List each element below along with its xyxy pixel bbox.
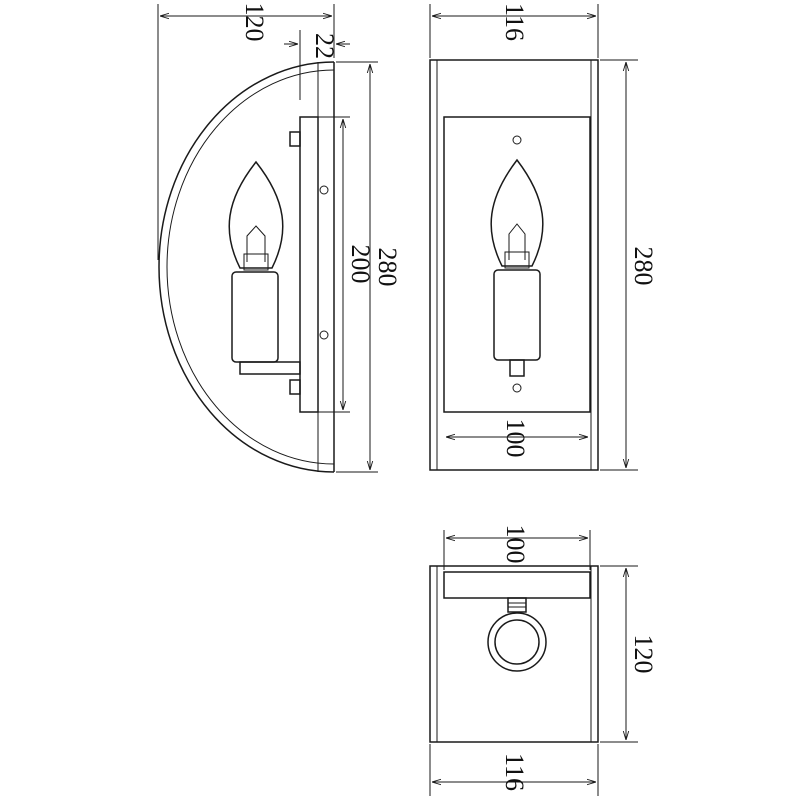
top-inner-width-label: 100 xyxy=(501,525,530,564)
side-outer-height-label: 280 xyxy=(373,248,402,287)
candle-socket xyxy=(231,271,279,363)
front-inner-width-label: 100 xyxy=(501,419,530,458)
lamp-arm xyxy=(239,361,301,375)
top-depth-label: 120 xyxy=(629,635,658,674)
mounting-bracket xyxy=(299,116,319,413)
back-plate-hole-top xyxy=(512,135,522,145)
plate-depth-label: 22 xyxy=(310,33,339,59)
shade-outer-arc xyxy=(158,61,335,473)
front-width-label: 116 xyxy=(500,3,529,41)
front-height-label: 280 xyxy=(629,247,658,286)
front-candle-bulb xyxy=(490,158,544,267)
bracket-screw-top xyxy=(289,131,301,147)
top-frame xyxy=(429,565,599,743)
plate-hole-bottom xyxy=(319,330,329,340)
top-width-label: 116 xyxy=(500,753,529,791)
bulb-base xyxy=(243,253,269,271)
top-shade-ring-inner xyxy=(494,619,540,665)
bulb-filament xyxy=(246,225,266,262)
top-view: 100 120 116 xyxy=(429,525,658,796)
side-inner-height-label: 200 xyxy=(346,245,375,284)
bracket-screw-bottom xyxy=(289,379,301,395)
lamp-stem xyxy=(509,359,525,377)
side-view: 120 22 200 280 xyxy=(157,3,402,473)
side-width-label: 120 xyxy=(240,3,269,42)
front-candle-socket xyxy=(493,269,541,361)
front-view: 116 100 280 xyxy=(429,3,658,471)
front-bulb-base xyxy=(504,251,530,269)
top-arm xyxy=(507,597,527,613)
candle-bulb xyxy=(228,160,284,269)
top-back-plate xyxy=(443,571,591,599)
front-frame xyxy=(429,59,599,471)
back-plate xyxy=(443,116,591,413)
back-plate-hole-bottom xyxy=(512,383,522,393)
shade-inner-arc xyxy=(166,69,335,465)
top-shade-ring-outer xyxy=(487,612,547,672)
front-bulb-filament xyxy=(508,223,526,260)
plate-hole-top xyxy=(319,185,329,195)
